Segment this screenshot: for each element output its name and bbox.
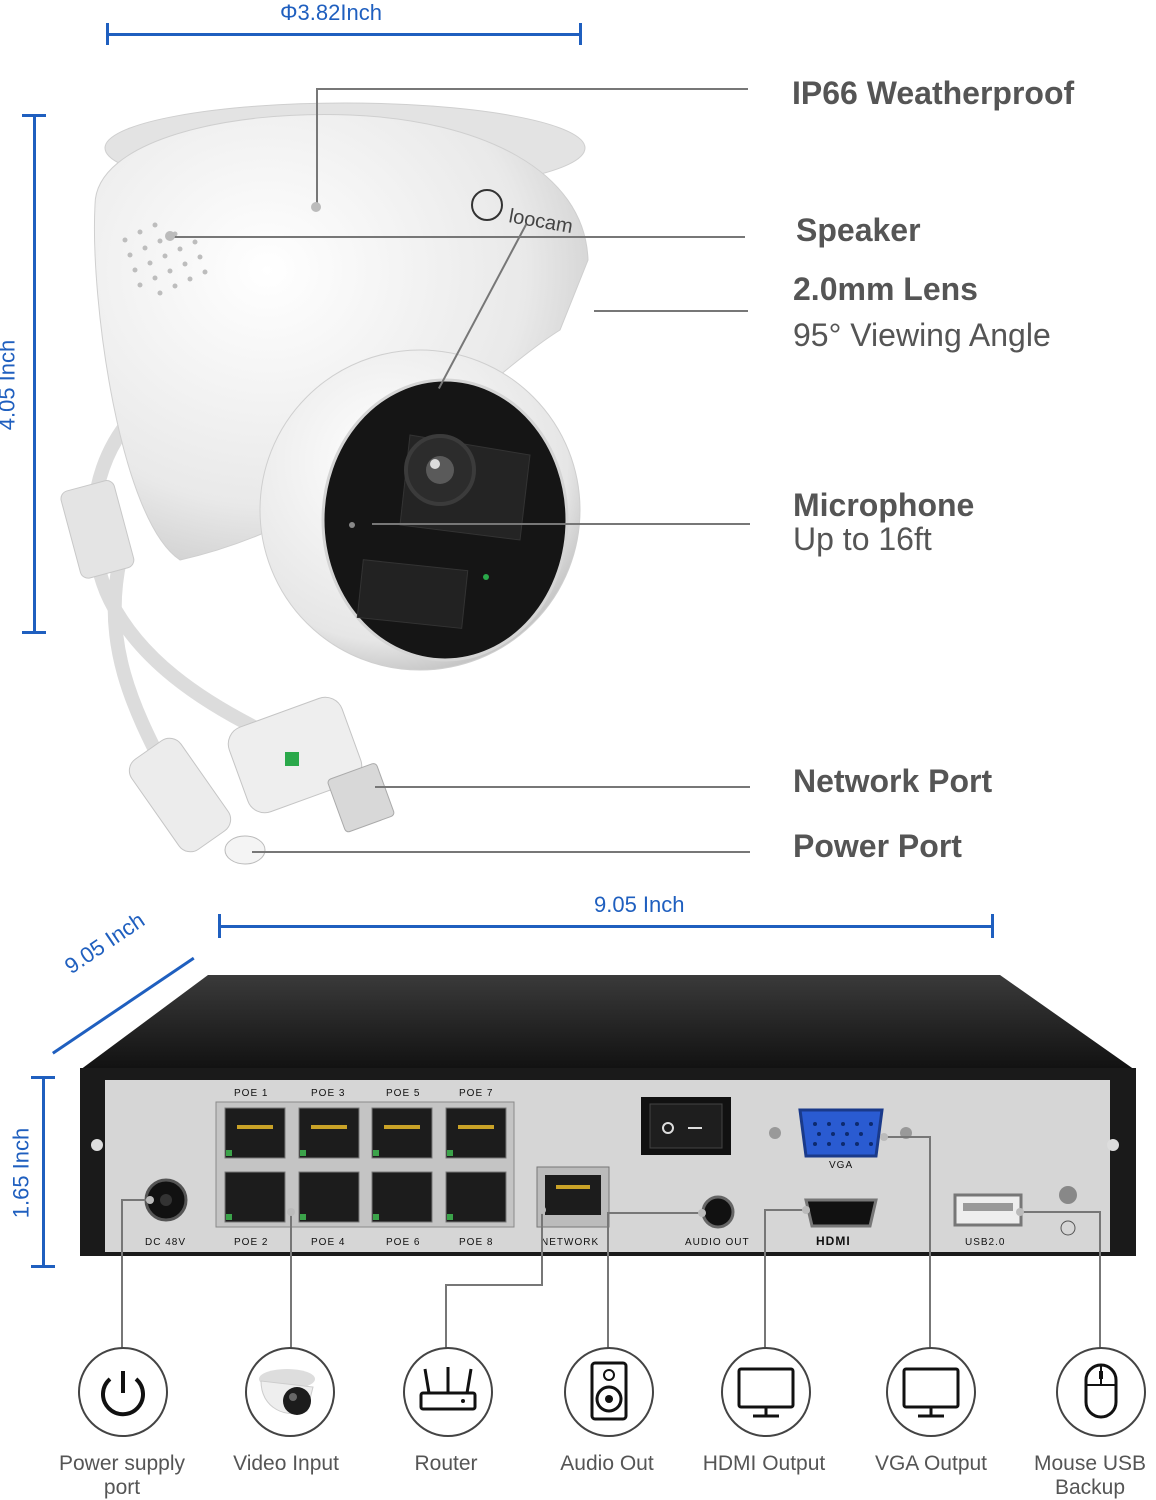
connection-label-mouse: Mouse USB Backup: [1033, 1452, 1147, 1500]
svg-text:DC 48V: DC 48V: [145, 1237, 186, 1248]
connection-label-video: Video Input: [233, 1452, 339, 1475]
connection-label-router: Router: [414, 1452, 478, 1475]
nvr-width-label: 9.05 Inch: [594, 892, 685, 917]
connection-label-audio: Audio Out: [560, 1452, 654, 1475]
cable-junction: [60, 480, 135, 579]
microphone-leader: [372, 523, 750, 525]
feature-microphone-range: Up to 16ft: [793, 521, 932, 557]
power-icon-circle: [78, 1347, 168, 1437]
power-connector: [128, 737, 232, 853]
camera-icon-circle: [245, 1347, 335, 1437]
nvr-top: [80, 975, 1135, 1070]
feature-lens: 2.0mm Lens: [793, 271, 978, 307]
svg-text:HDMI: HDMI: [816, 1234, 851, 1248]
camera-width-label: Φ3.82Inch: [280, 0, 382, 25]
svg-text:AUDIO OUT: AUDIO OUT: [685, 1237, 750, 1248]
svg-text:POE 1: POE 1: [234, 1088, 268, 1099]
svg-text:POE 5: POE 5: [386, 1088, 420, 1099]
feature-weatherproof: IP66 Weatherproof: [792, 75, 1075, 111]
router-icon: [419, 1367, 477, 1411]
speaker-leader: [170, 236, 745, 238]
nvr-illustration: POE 1 POE 3 POE 5 POE 7 POE 2 POE 4 POE …: [80, 975, 1136, 1256]
mouse-icon-circle: [1056, 1347, 1146, 1437]
svg-text:POE 6: POE 6: [386, 1237, 420, 1248]
dome-camera-illustration: loocam: [60, 102, 589, 865]
svg-text:POE 7: POE 7: [459, 1088, 493, 1099]
svg-text:POE 4: POE 4: [311, 1237, 345, 1248]
svg-text:USB2.0: USB2.0: [965, 1237, 1005, 1248]
power-icon: [101, 1371, 145, 1417]
svg-text:POE 3: POE 3: [311, 1088, 345, 1099]
hdmi-monitor-icon-circle: [721, 1347, 811, 1437]
mouse-icon: [1084, 1363, 1118, 1419]
weatherproof-leader: [316, 88, 748, 90]
svg-text:NETWORK: NETWORK: [541, 1237, 599, 1248]
lens-leader: [594, 310, 748, 312]
router-icon-circle: [403, 1347, 493, 1437]
camera-icon: [259, 1369, 315, 1415]
speaker-icon: [590, 1361, 628, 1421]
feature-microphone: Microphone: [793, 487, 975, 523]
connection-label-vga: VGA Output: [874, 1452, 988, 1475]
feature-speaker: Speaker: [796, 212, 921, 248]
vga-monitor-icon-circle: [886, 1347, 976, 1437]
connection-label-power: Power supply port: [58, 1452, 186, 1500]
monitor-icon: [737, 1367, 795, 1418]
power-port-leader: [252, 851, 750, 853]
svg-text:POE 2: POE 2: [234, 1237, 268, 1248]
connection-label-hdmi: HDMI Output: [702, 1452, 826, 1475]
feature-viewing-angle: 95° Viewing Angle: [793, 317, 1051, 353]
vga-port: [798, 1108, 884, 1158]
svg-text:POE 8: POE 8: [459, 1237, 493, 1248]
speaker-icon-circle: [564, 1347, 654, 1437]
svg-text:VGA: VGA: [829, 1160, 853, 1171]
network-port-leader: [375, 786, 750, 788]
feature-network-port: Network Port: [793, 763, 993, 799]
hdmi-port: [804, 1198, 878, 1228]
feature-power-port: Power Port: [793, 828, 962, 864]
weatherproof-leader-vertical: [316, 88, 318, 208]
monitor-icon: [902, 1367, 960, 1418]
